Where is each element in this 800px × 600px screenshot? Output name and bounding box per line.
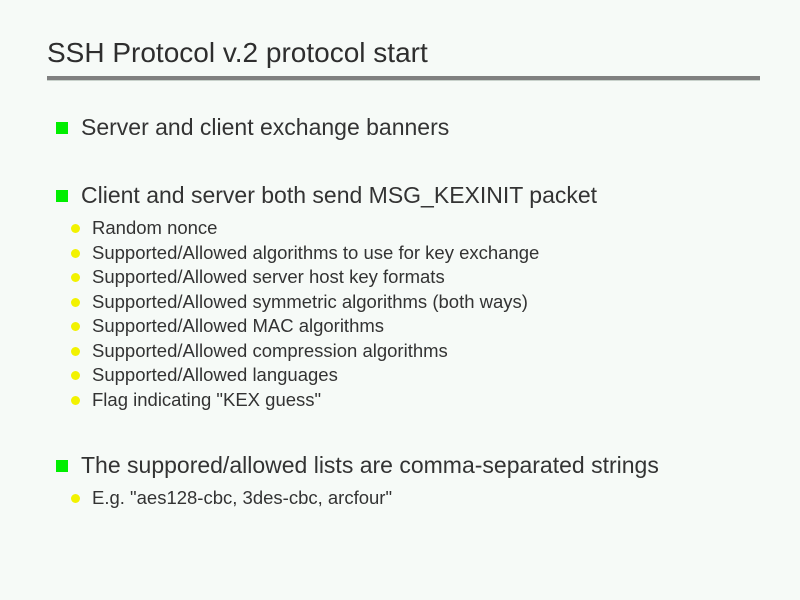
spacer xyxy=(0,142,800,180)
bullet-item-level2: Flag indicating "KEX guess" xyxy=(0,388,800,413)
yellow-dot-bullet-icon xyxy=(71,297,80,307)
bullet-item-level1: The suppored/allowed lists are comma-sep… xyxy=(0,450,800,480)
bullet-text: Supported/Allowed symmetric algorithms (… xyxy=(92,290,528,312)
yellow-dot-bullet-icon xyxy=(71,494,80,503)
bullet-item-level2: Supported/Allowed algorithms to use for … xyxy=(0,241,800,266)
yellow-dot-bullet-icon xyxy=(71,371,80,380)
bullet-text: The suppored/allowed lists are comma-sep… xyxy=(81,452,659,478)
yellow-dot-bullet-icon xyxy=(71,346,80,356)
bullet-text: Supported/Allowed algorithms to use for … xyxy=(92,241,540,263)
bullet-text: Supported/Allowed MAC algorithms xyxy=(92,315,385,336)
yellow-dot-bullet-icon xyxy=(71,273,80,282)
bullet-item-level2: Supported/Allowed server host key format… xyxy=(0,265,800,290)
bullet-item-level2: Supported/Allowed symmetric algorithms (… xyxy=(0,290,800,315)
bullet-text: Supported/Allowed languages xyxy=(92,364,338,385)
bullet-text: E.g. "aes128-cbc, 3des-cbc, arcfour" xyxy=(92,487,393,508)
bullet-item-level2: Supported/Allowed languages xyxy=(0,363,800,388)
yellow-dot-bullet-icon xyxy=(71,248,80,258)
bullet-text: Flag indicating "KEX guess" xyxy=(92,388,322,410)
bullet-item-level2: Random nonce xyxy=(0,216,800,241)
yellow-dot-bullet-icon xyxy=(71,224,80,233)
bullet-text: Random nonce xyxy=(92,217,218,238)
bullet-item-level1: Server and client exchange banners xyxy=(0,112,800,142)
yellow-dot-bullet-icon xyxy=(71,322,80,331)
bullet-item-level2: Supported/Allowed compression algorithms xyxy=(0,339,800,364)
green-square-bullet-icon xyxy=(56,190,68,202)
page-title: SSH Protocol v.2 protocol start xyxy=(47,37,428,68)
bullet-item-level2: Supported/Allowed MAC algorithms xyxy=(0,314,800,339)
bullet-text: Supported/Allowed server host key format… xyxy=(92,266,445,287)
bullet-text: Client and server both send MSG_KEXINIT … xyxy=(81,182,598,208)
spacer xyxy=(0,412,800,450)
slide-title-area: SSH Protocol v.2 protocol start xyxy=(47,36,761,81)
bullet-text: Supported/Allowed compression algorithms xyxy=(92,339,448,361)
bullet-text: Server and client exchange banners xyxy=(81,114,450,140)
title-divider xyxy=(47,76,760,81)
bullet-item-level2: E.g. "aes128-cbc, 3des-cbc, arcfour" xyxy=(0,486,800,511)
green-square-bullet-icon xyxy=(56,460,68,472)
bullet-item-level1: Client and server both send MSG_KEXINIT … xyxy=(0,180,800,210)
slide-body: Server and client exchange banners Clien… xyxy=(0,112,800,511)
yellow-dot-bullet-icon xyxy=(71,395,80,405)
green-square-bullet-icon xyxy=(56,122,68,134)
